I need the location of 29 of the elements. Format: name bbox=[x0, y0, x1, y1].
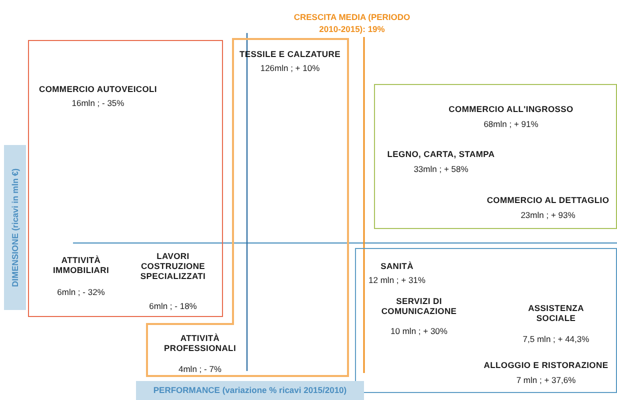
sector-name: ALLOGGIO E RISTORAZIONE bbox=[482, 360, 610, 370]
cluster-box bbox=[374, 84, 617, 229]
sector-name: LAVORI COSTRUZIONE SPECIALIZZATI bbox=[139, 251, 207, 281]
sector-value: 68mln ; + 91% bbox=[482, 119, 540, 129]
sector-value: 33mln ; + 58% bbox=[412, 164, 470, 174]
cluster-box bbox=[28, 40, 223, 317]
sector-value: 6mln ; - 18% bbox=[148, 301, 198, 311]
sector-name: COMMERCIO ALL'INGROSSO bbox=[448, 104, 574, 114]
sector-value: 12 mln ; + 31% bbox=[368, 275, 426, 285]
sector-value: 4mln ; - 7% bbox=[178, 364, 222, 374]
axis-title: PERFORMANCE (variazione % ricavi 2015/2010) bbox=[136, 381, 364, 400]
axis-title: DIMENSIONE (ricavi in mln €) bbox=[4, 145, 26, 310]
cluster-box bbox=[355, 248, 617, 393]
sector-name: ATTIVITÀ PROFESSIONALI bbox=[162, 333, 238, 353]
sector-name: COMMERCIO AL DETTAGLIO bbox=[486, 195, 610, 205]
sector-value: 126mln ; + 10% bbox=[259, 63, 321, 73]
sector-name: SANITÀ bbox=[380, 261, 414, 271]
sector-value: 6mln ; - 32% bbox=[56, 287, 106, 297]
sector-value: 16mln ; - 35% bbox=[70, 98, 126, 108]
sector-name: ATTIVITÀ IMMOBILIARI bbox=[52, 255, 110, 275]
sector-value: 10 mln ; + 30% bbox=[390, 326, 448, 336]
sector-name: SERVIZI DI COMUNICAZIONE bbox=[380, 296, 458, 316]
sector-value: 23mln ; + 93% bbox=[520, 210, 576, 220]
sector-value: 7 mln ; + 37,6% bbox=[515, 375, 577, 385]
sector-name: LEGNO, CARTA, STAMPA bbox=[386, 149, 496, 159]
sector-name: ASSISTENZA SOCIALE bbox=[527, 303, 585, 323]
sector-name: COMMERCIO AUTOVEICOLI bbox=[38, 84, 158, 94]
sector-value: 7,5 mln ; + 44,3% bbox=[522, 334, 590, 344]
reference-label: CRESCITA MEDIA (PERIODO 2010-2015): 19% bbox=[292, 11, 412, 35]
